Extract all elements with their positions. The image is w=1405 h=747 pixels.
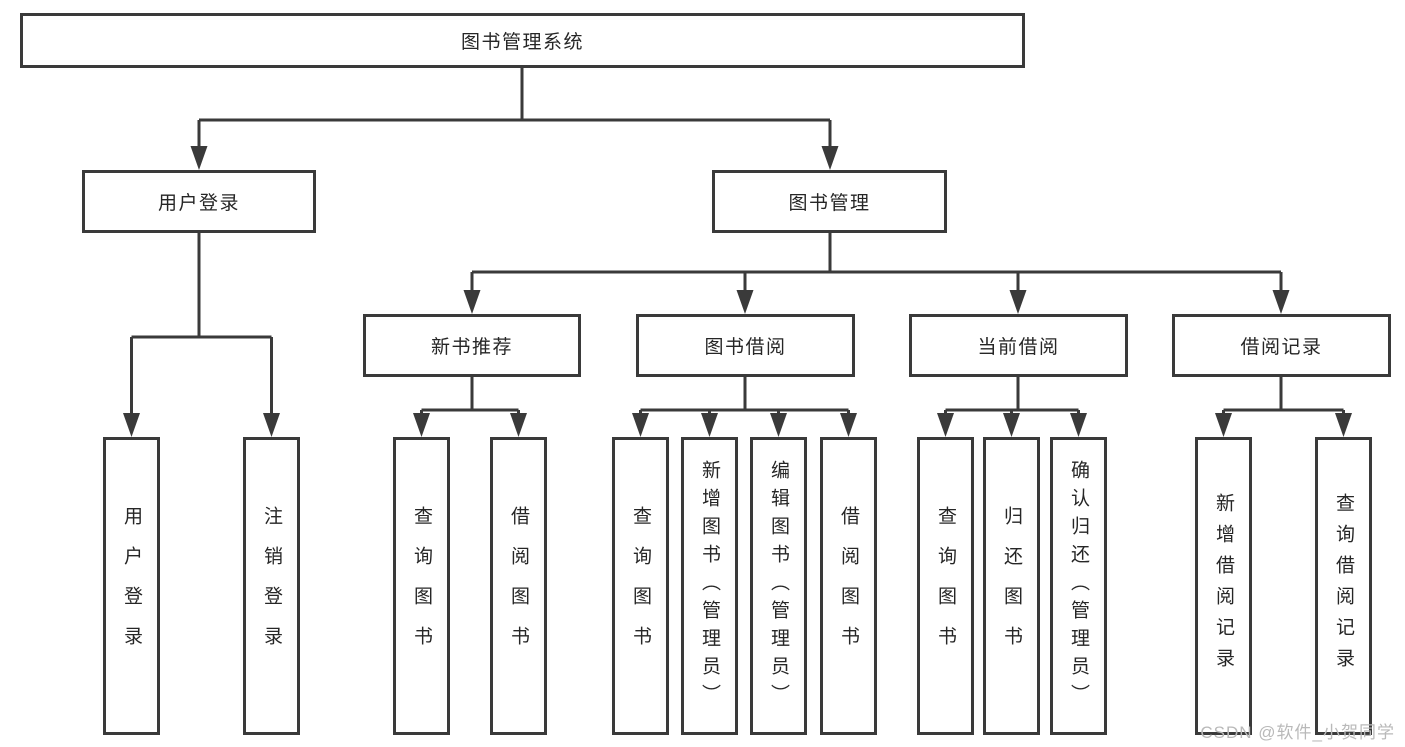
leaf-borrow-books: 借阅图书: [820, 437, 877, 735]
node-library-management-system: 图书管理系统: [20, 13, 1025, 68]
node-new-book-recommend: 新书推荐: [363, 314, 581, 377]
node-label: 当前借阅: [977, 337, 1060, 358]
node-label: 借阅记录: [1240, 337, 1323, 358]
node-label: 用户登录: [121, 506, 142, 666]
node-book-management: 图书管理: [712, 170, 947, 233]
leaf-edit-books-admin: 编辑图书（管理员）: [750, 437, 807, 735]
leaf-return-books: 归还图书: [983, 437, 1040, 735]
leaf-query-books-recommend: 查询图书: [393, 437, 450, 735]
leaf-borrow-books-recommend: 借阅图书: [490, 437, 547, 735]
node-label: 归还图书: [1001, 506, 1022, 666]
leaf-query-books-current: 查询图书: [917, 437, 974, 735]
node-label: 新书推荐: [430, 337, 513, 358]
leaf-confirm-return-admin: 确认归还（管理员）: [1050, 437, 1107, 735]
node-label: 图书管理: [788, 193, 871, 214]
node-label: 图书借阅: [704, 337, 787, 358]
leaf-add-borrow-record: 新增借阅记录: [1195, 437, 1252, 735]
node-label: 注销登录: [261, 506, 282, 666]
node-label: 借阅图书: [838, 506, 859, 666]
node-label: 新增借阅记录: [1213, 493, 1234, 679]
node-label: 图书管理系统: [460, 32, 584, 53]
leaf-logout: 注销登录: [243, 437, 300, 735]
leaf-query-borrow-record: 查询借阅记录: [1315, 437, 1372, 735]
node-book-borrow: 图书借阅: [636, 314, 855, 377]
node-label: 新增图书（管理员）: [699, 460, 720, 712]
node-label: 编辑图书（管理员）: [768, 460, 789, 712]
node-label: 用户登录: [157, 193, 240, 214]
leaf-user-login: 用户登录: [103, 437, 160, 735]
node-borrow-records: 借阅记录: [1172, 314, 1391, 377]
node-user-login: 用户登录: [82, 170, 316, 233]
node-label: 查询图书: [935, 506, 956, 666]
node-label: 查询借阅记录: [1333, 493, 1354, 679]
leaf-query-books-borrow: 查询图书: [612, 437, 669, 735]
arrowheads: [123, 146, 1352, 437]
node-label: 查询图书: [411, 506, 432, 666]
node-label: 借阅图书: [508, 506, 529, 666]
leaf-add-books-admin: 新增图书（管理员）: [681, 437, 738, 735]
csdn-watermark: CSDN @软件_小贺同学: [1200, 723, 1395, 742]
node-label: 确认归还（管理员）: [1068, 460, 1089, 712]
node-current-borrow: 当前借阅: [909, 314, 1128, 377]
node-label: 查询图书: [630, 506, 651, 666]
